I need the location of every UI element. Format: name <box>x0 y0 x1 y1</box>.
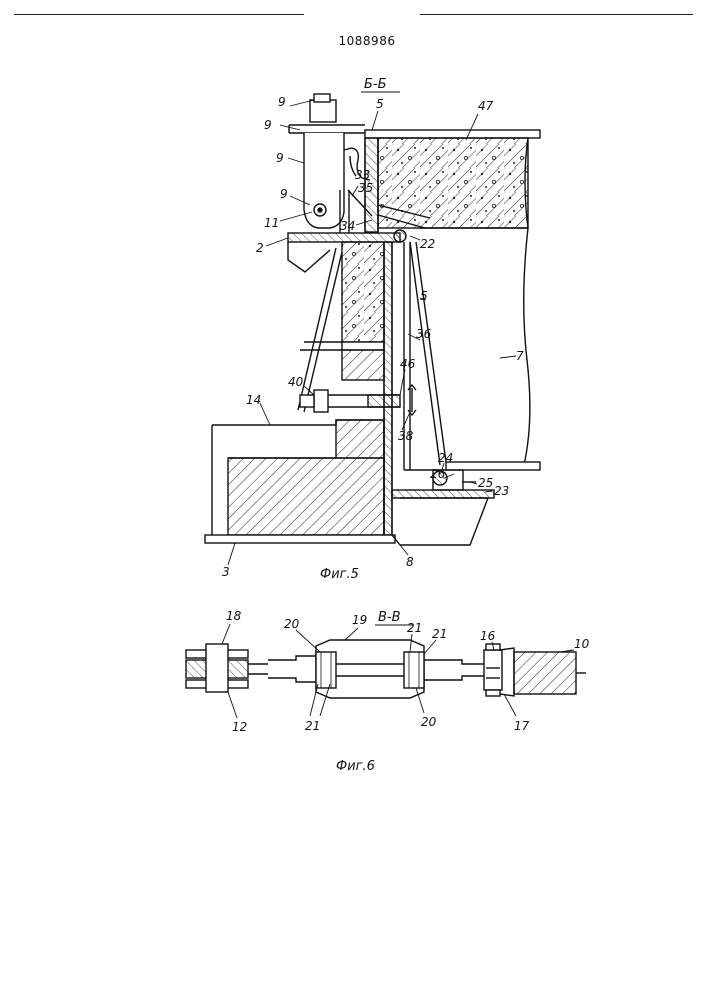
label-14: 14 <box>246 393 261 407</box>
label-12: 12 <box>232 720 247 734</box>
label-9b: 9 <box>264 118 272 132</box>
label-34: 34 <box>340 219 355 233</box>
label-9c: 9 <box>276 151 284 165</box>
label-19: 19 <box>352 613 367 627</box>
label-21b: 21 <box>432 627 447 641</box>
label-40: 40 <box>288 375 304 389</box>
label-46: 46 <box>400 357 416 371</box>
label-26: 26 <box>430 467 446 481</box>
top-plate <box>365 130 540 138</box>
label-35: 35 <box>358 181 373 195</box>
label-47: 47 <box>478 99 494 113</box>
label-5a: 5 <box>376 97 384 111</box>
label-7: 7 <box>516 349 524 363</box>
label-25: 25 <box>478 476 493 490</box>
concrete-block-47 <box>378 138 528 228</box>
label-36: 36 <box>416 327 432 341</box>
label-21a: 21 <box>407 621 422 635</box>
label-17: 17 <box>514 719 530 733</box>
label-33: 33 <box>355 168 370 182</box>
label-10: 10 <box>574 637 590 651</box>
label-3: 3 <box>222 565 230 579</box>
label-24: 24 <box>438 451 453 465</box>
label-2: 2 <box>256 241 264 255</box>
label-5b: 5 <box>420 289 428 303</box>
label-8: 8 <box>406 555 414 569</box>
label-21c: 21 <box>305 719 320 733</box>
label-16: 16 <box>480 629 496 643</box>
fig5-caption: Фиг.5 <box>320 567 359 582</box>
label-20b: 20 <box>421 715 437 729</box>
fig6-drawing: В-В <box>186 610 586 718</box>
label-9d: 9 <box>280 187 288 201</box>
fig6-section-label: В-В <box>378 610 401 625</box>
label-9a: 9 <box>278 95 286 109</box>
label-22: 22 <box>420 237 435 251</box>
label-23: 23 <box>494 484 509 498</box>
label-11: 11 <box>264 216 279 230</box>
label-38: 38 <box>398 429 414 443</box>
fig6-caption: Фиг.6 <box>336 759 375 774</box>
label-18: 18 <box>226 609 242 623</box>
fig5-drawing: Б-Б <box>205 77 540 565</box>
fig5-section-label: Б-Б <box>364 77 387 92</box>
label-20a: 20 <box>284 617 300 631</box>
